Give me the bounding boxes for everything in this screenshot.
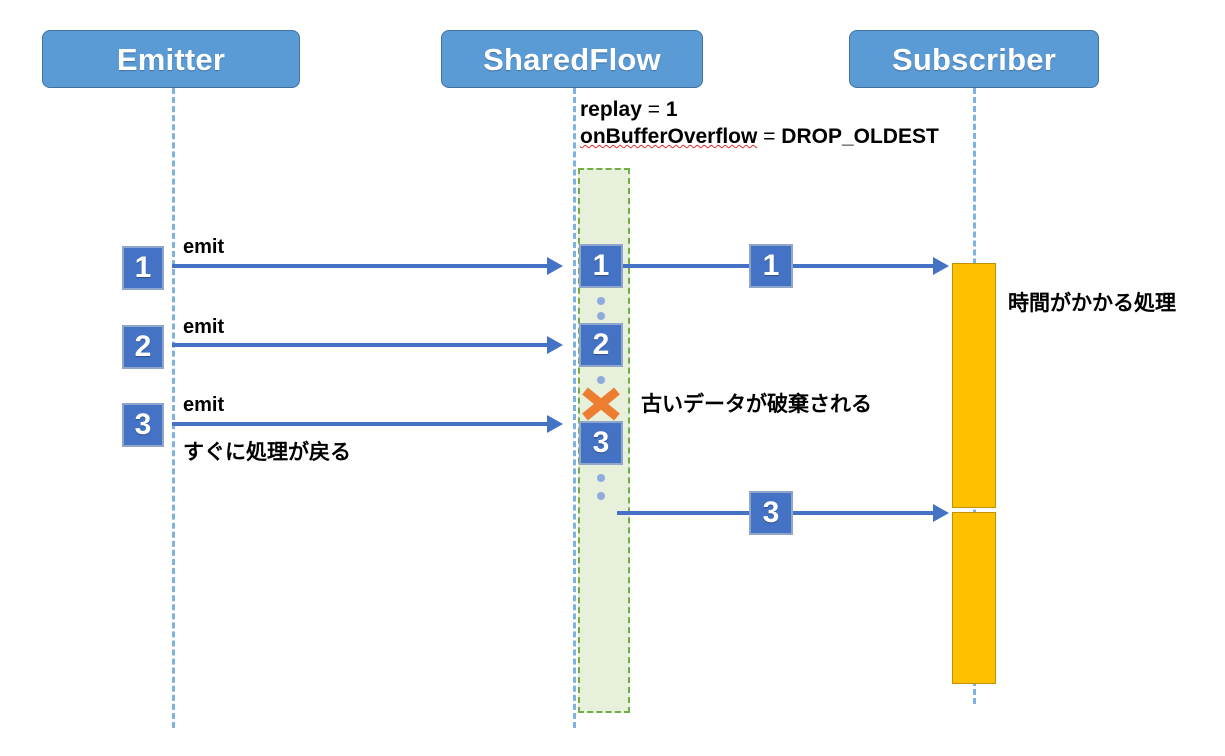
buffer-item-3-label: 3 bbox=[592, 426, 610, 459]
note-slow-processing: 時間がかかる処理 bbox=[1008, 287, 1176, 317]
delivery-arrow-head-1 bbox=[933, 257, 949, 275]
config-onbufferoverflow-eq: = bbox=[757, 125, 782, 148]
delivery-badge-2: 3 bbox=[749, 491, 793, 535]
buffer-item-2: 2 bbox=[579, 323, 623, 367]
subscriber-activation-2 bbox=[952, 512, 996, 684]
emitter-badge-1-label: 1 bbox=[134, 251, 152, 284]
emit-arrow-line-2 bbox=[172, 343, 547, 347]
participant-emitter-label: Emitter bbox=[116, 41, 226, 77]
delivery-badge-1-label: 1 bbox=[762, 249, 780, 282]
delivery-arrow-head-2 bbox=[933, 504, 949, 522]
dropped-item-x-icon bbox=[582, 387, 620, 421]
config-replay-key: replay bbox=[580, 98, 642, 121]
participant-sharedflow[interactable]: SharedFlow bbox=[441, 30, 703, 88]
emitter-badge-2-label: 2 bbox=[134, 330, 152, 363]
emit-label-1-text: emit bbox=[183, 236, 225, 258]
delivery-badge-1: 1 bbox=[749, 244, 793, 288]
emit-arrow-head-3 bbox=[547, 415, 563, 433]
buffer-item-2-label: 2 bbox=[592, 328, 610, 361]
note-dropped: 古いデータが破棄される bbox=[641, 388, 872, 418]
config-replay-value: 1 bbox=[665, 98, 678, 121]
emitter-badge-3-label: 3 bbox=[134, 408, 152, 441]
note-dropped-text: 古いデータが破棄される bbox=[641, 392, 872, 416]
participant-subscriber[interactable]: Subscriber bbox=[849, 30, 1099, 88]
config-onbufferoverflow-key: onBufferOverflow bbox=[580, 125, 758, 148]
emit-label-3: emit bbox=[183, 394, 224, 417]
note-slow-processing-text: 時間がかかる処理 bbox=[1008, 291, 1176, 315]
participant-emitter[interactable]: Emitter bbox=[42, 30, 300, 88]
lifeline-sharedflow bbox=[573, 88, 576, 728]
emitter-badge-3: 3 bbox=[122, 403, 164, 447]
emit-arrow-head-1 bbox=[547, 257, 563, 275]
config-replay-eq: = bbox=[641, 98, 666, 121]
emit-arrow-line-1 bbox=[172, 264, 547, 268]
emit-arrow-head-2 bbox=[547, 336, 563, 354]
emit-label-1: emit bbox=[183, 236, 224, 259]
buffer-dot-b1 bbox=[597, 376, 605, 384]
config-replay: replay = 1 bbox=[580, 98, 678, 122]
emit-label-3-text: emit bbox=[183, 394, 225, 416]
delivery-badge-2-label: 3 bbox=[762, 496, 780, 529]
buffer-dot-c1 bbox=[597, 474, 605, 482]
emitter-badge-1: 1 bbox=[122, 246, 164, 290]
buffer-dot-c2 bbox=[597, 492, 605, 500]
config-onbufferoverflow-value: DROP_OLDEST bbox=[781, 125, 939, 148]
buffer-dot-a2 bbox=[597, 312, 605, 320]
config-onbufferoverflow: onBufferOverflow = DROP_OLDEST bbox=[580, 125, 939, 149]
participant-sharedflow-label: SharedFlow bbox=[483, 41, 661, 77]
lifeline-emitter bbox=[172, 88, 175, 728]
participant-subscriber-label: Subscriber bbox=[892, 41, 1056, 77]
emit-label-2: emit bbox=[183, 316, 224, 339]
emitter-note-text: すぐに処理が戻る bbox=[183, 440, 351, 464]
subscriber-activation-1 bbox=[952, 263, 996, 508]
emit-arrow-line-3 bbox=[172, 422, 547, 426]
emitter-note: すぐに処理が戻る bbox=[183, 436, 351, 466]
emitter-badge-2: 2 bbox=[122, 325, 164, 369]
emit-label-2-text: emit bbox=[183, 316, 225, 338]
buffer-item-1-label: 1 bbox=[592, 249, 610, 282]
buffer-dot-a1 bbox=[597, 297, 605, 305]
buffer-item-3: 3 bbox=[579, 421, 623, 465]
buffer-item-1: 1 bbox=[579, 244, 623, 288]
